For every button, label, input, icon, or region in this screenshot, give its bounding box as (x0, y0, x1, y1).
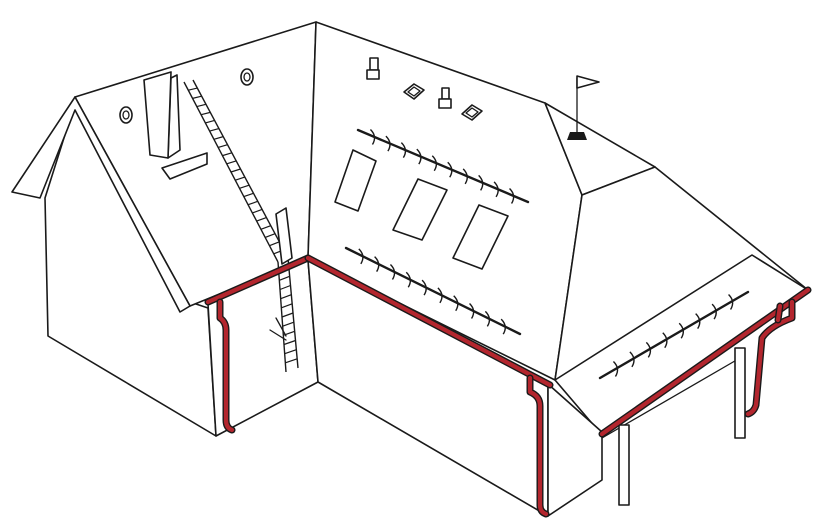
ladder-rung (222, 152, 233, 157)
ladder-rung (213, 136, 224, 140)
right-front-wall (547, 383, 603, 517)
ladder-rung (196, 103, 207, 108)
snow-guard-bracket (629, 351, 635, 368)
roof-hatch (161, 152, 208, 180)
snow-guard-bracket (374, 256, 380, 273)
snow-guard-bracket (358, 248, 364, 265)
ladder-rung (205, 119, 215, 124)
roof-ladders (183, 79, 299, 373)
ladder-rung (252, 208, 263, 214)
ladder-rung (188, 87, 198, 91)
snow-guard-bracket (469, 303, 475, 319)
ladder-rung (269, 241, 280, 247)
snow-guard-bracket (437, 287, 443, 304)
snow-guard-bracket (447, 161, 453, 178)
snow-guard-bracket (405, 271, 412, 288)
ladder-rung (260, 225, 271, 230)
snow-guard-1 (356, 128, 530, 204)
ladder-rung (200, 111, 211, 116)
gutter-middle-inner (305, 255, 553, 388)
skylight-1 (334, 149, 377, 212)
flag-mast-icon (567, 75, 600, 140)
ladder-rung (280, 294, 292, 300)
ladder-rung (284, 349, 297, 355)
ladder-rung (282, 321, 295, 327)
vent-pipe-icon (366, 57, 380, 80)
gutter-left-inner (205, 255, 311, 305)
snow-guard-3 (598, 290, 750, 380)
ladder-rung (243, 192, 254, 198)
snow-guards (344, 128, 750, 380)
snow-guard-bracket (421, 279, 427, 296)
porch-post-2 (734, 347, 746, 439)
ladder-rung (230, 168, 241, 173)
snow-guard-bracket (612, 360, 619, 377)
ladder-rung (209, 127, 220, 132)
snow-guard-bracket (484, 310, 491, 327)
snow-guard-bracket (695, 313, 701, 330)
skylight-2 (392, 178, 448, 241)
wall-ladder-stub (269, 317, 287, 341)
skylight-3 (452, 204, 509, 270)
snow-guard-bracket (462, 168, 468, 185)
left-roof-overhang-edge (11, 96, 191, 313)
snow-guard-bracket (711, 303, 717, 320)
ladder-ridge-bracket (275, 207, 293, 265)
ladder-rung (279, 275, 290, 281)
snow-guard-bracket (645, 341, 652, 358)
snow-guard-2 (344, 246, 522, 336)
snow-guard-bracket (431, 155, 438, 172)
snow-guard-bracket (369, 129, 376, 145)
ladder-rung (235, 176, 246, 181)
chimney (143, 71, 181, 159)
snow-guard-bracket (400, 142, 407, 159)
right-wing (544, 102, 809, 517)
snow-guard-bracket (500, 318, 506, 335)
gutter-system (204, 254, 812, 518)
ladder-rung (192, 95, 202, 99)
snow-guard-bracket (678, 322, 684, 339)
snow-guard-bracket (385, 135, 391, 152)
snow-guard-bracket (728, 294, 734, 310)
roof-ladder (183, 79, 289, 263)
ladder-rung (281, 312, 294, 318)
roof-vent-icon (119, 106, 133, 124)
gutter-right-inner (599, 287, 811, 437)
snow-guard-bracket (453, 295, 459, 312)
snow-guard-bracket (493, 181, 499, 198)
roof-vent-icon (240, 68, 254, 86)
ladder-rung (279, 284, 291, 291)
snow-guard-bracket (389, 263, 396, 280)
snow-guard-bracket (478, 174, 484, 191)
snow-guard-bracket (662, 332, 668, 349)
ladder-rung (218, 144, 228, 149)
ladder-rung (247, 200, 258, 206)
ladder-rung (281, 303, 293, 309)
ladder-rung (239, 184, 250, 189)
vent-pipe-icon (438, 87, 452, 109)
ladder-rung (283, 339, 296, 346)
roof-vent-square-icon (461, 104, 483, 121)
snow-guard-bracket (416, 148, 422, 165)
chimney-front (143, 71, 172, 159)
roof-vent-square-icon (403, 83, 425, 100)
snow-guard-bracket (509, 187, 515, 204)
ladder-rung (256, 216, 267, 222)
ladder-rung (264, 233, 276, 239)
ladder-rung (285, 358, 298, 364)
wall-ladder (277, 257, 299, 373)
porch-post-1 (618, 424, 630, 506)
ladder-rung (226, 160, 237, 165)
